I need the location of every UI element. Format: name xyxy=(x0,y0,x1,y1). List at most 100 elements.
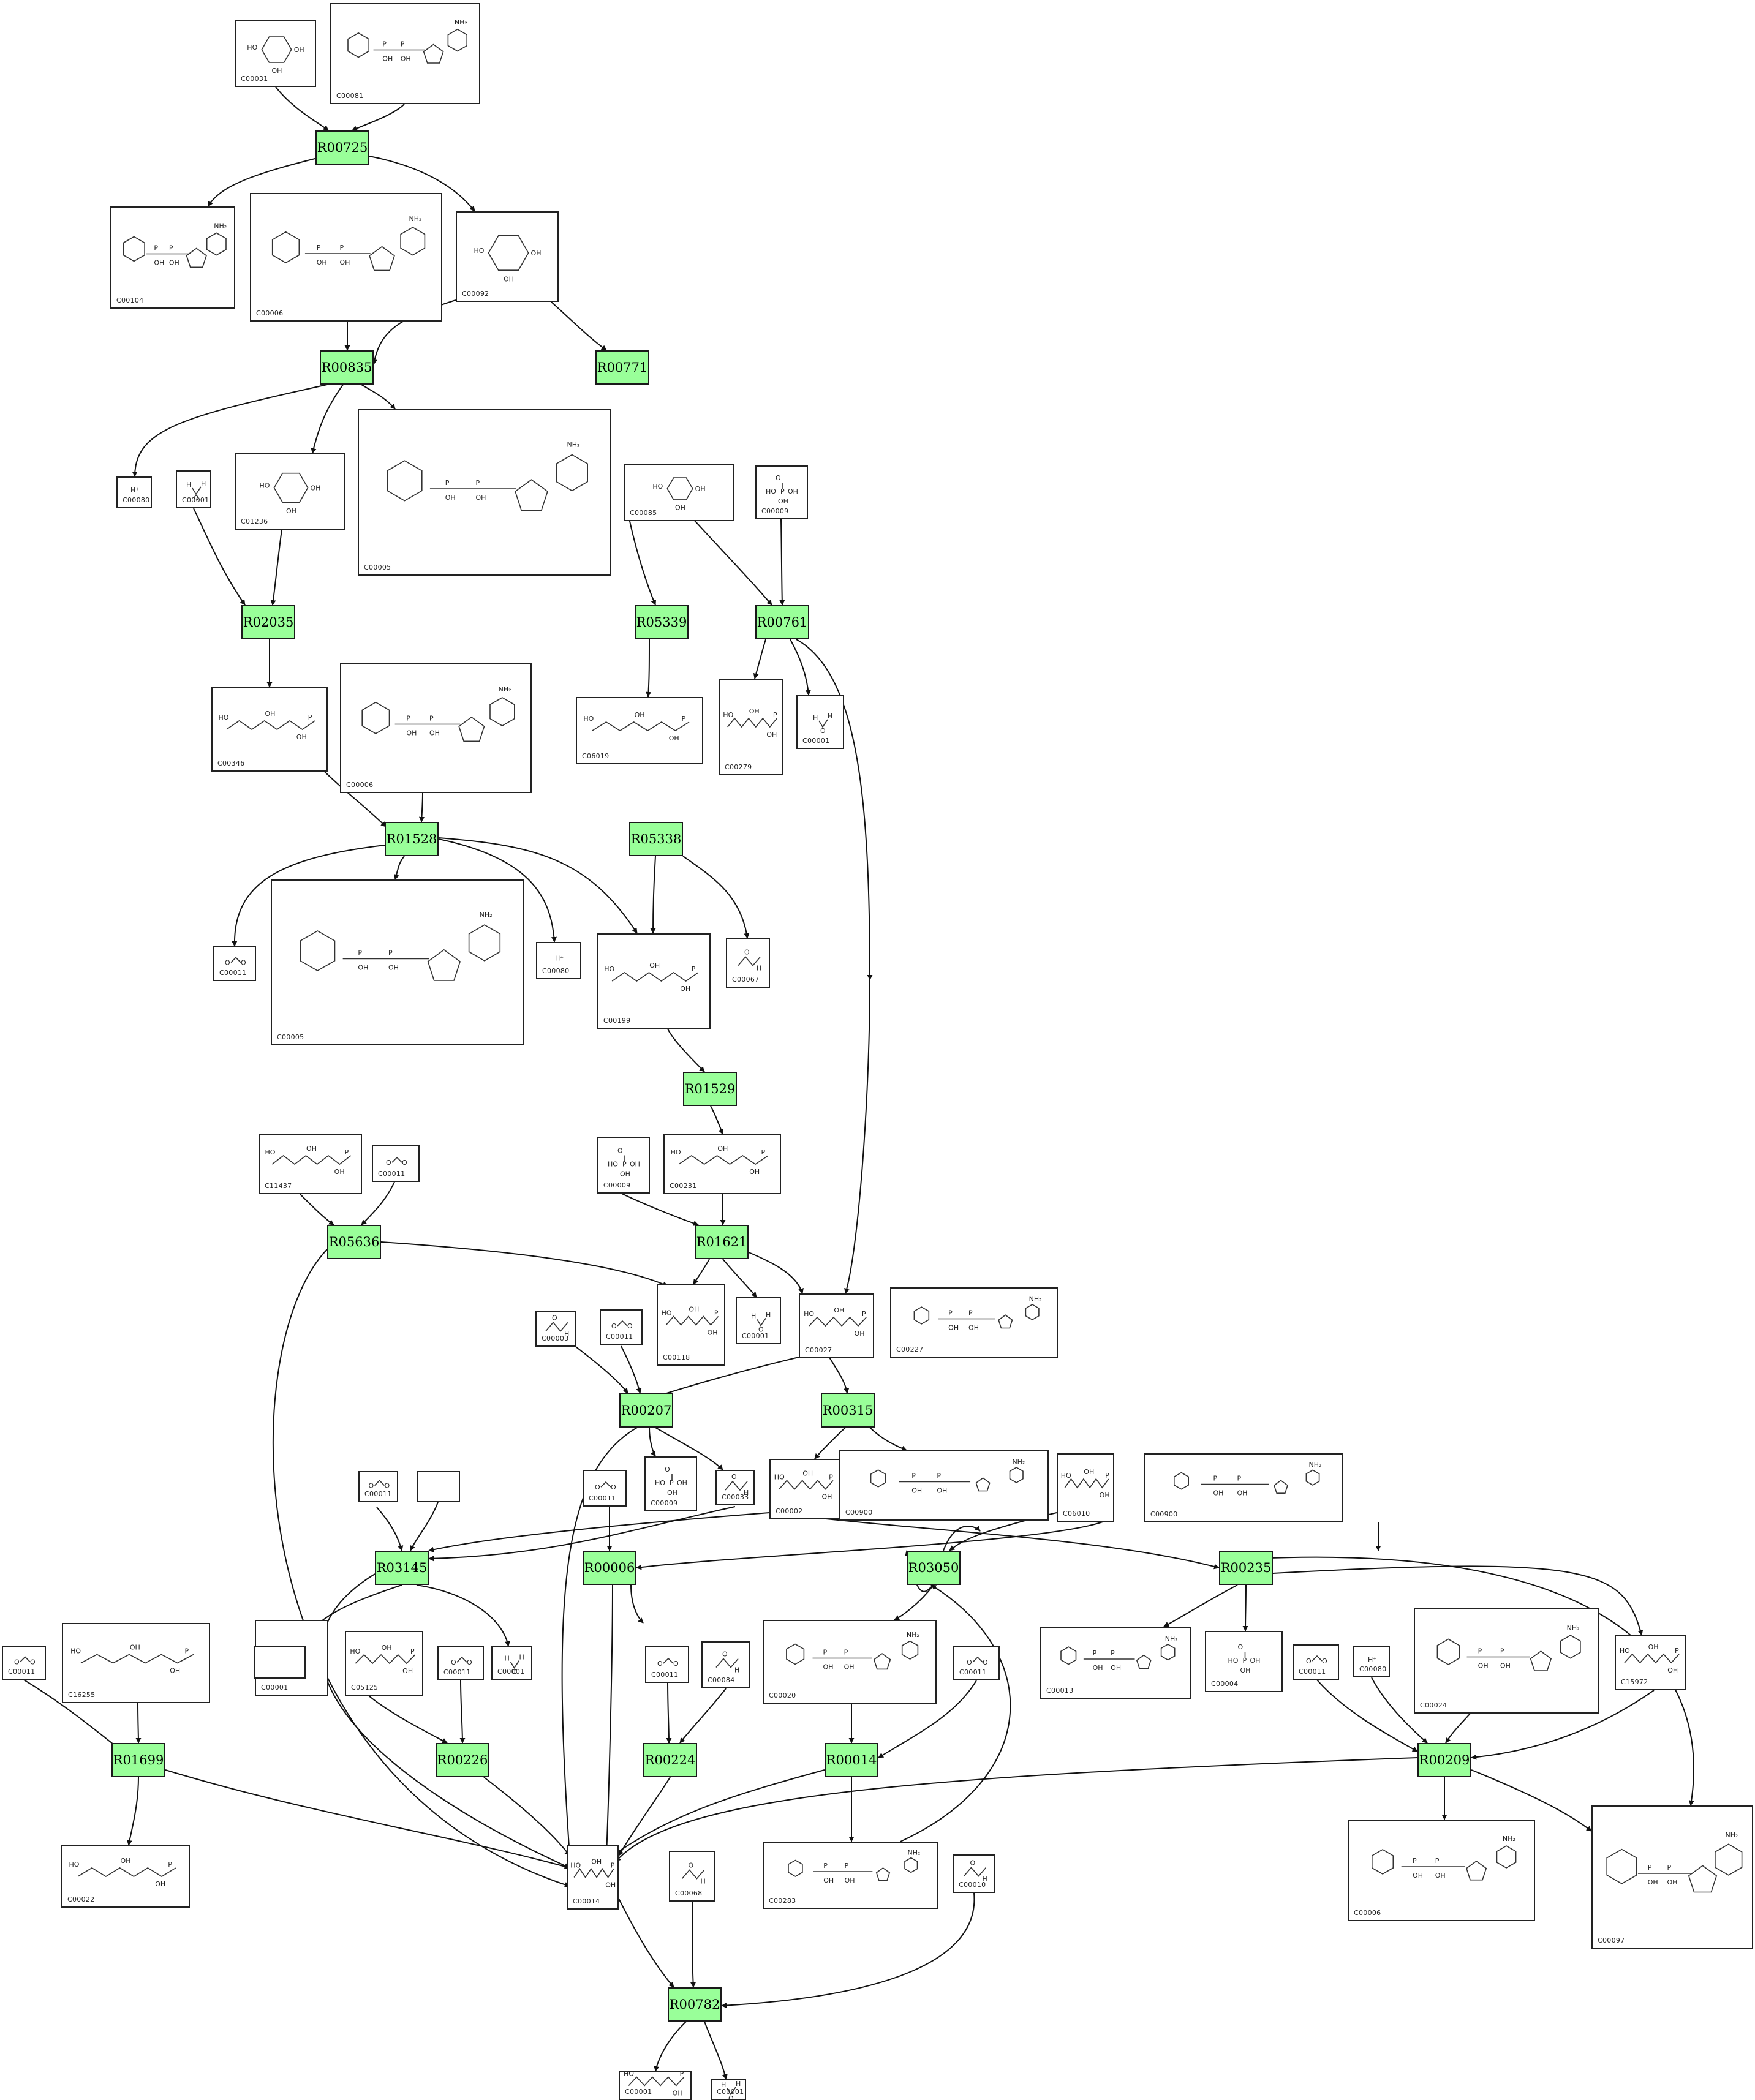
reaction-node[interactable]: R00207 xyxy=(619,1393,673,1428)
reaction-node[interactable]: R02035 xyxy=(241,605,295,639)
reaction-node[interactable]: R00235 xyxy=(1219,1551,1273,1585)
reaction-node[interactable]: R00771 xyxy=(595,350,649,385)
reaction-node[interactable]: R03050 xyxy=(907,1551,961,1585)
compound-id-label: C06010 xyxy=(1063,1510,1090,1518)
reaction-node[interactable]: R01621 xyxy=(695,1225,749,1259)
svg-text:HO: HO xyxy=(247,43,257,51)
reaction-label: R00224 xyxy=(644,1753,696,1767)
svg-text:OH: OH xyxy=(766,731,777,739)
reaction-node[interactable]: R00014 xyxy=(825,1743,878,1777)
compound-node[interactable]: H⁺C00080 xyxy=(1353,1646,1390,1677)
compound-id-label: C00011 xyxy=(378,1170,406,1178)
reaction-node[interactable]: R03145 xyxy=(375,1551,429,1585)
reaction-node[interactable]: R00761 xyxy=(755,605,809,639)
svg-text:OH: OH xyxy=(1435,1872,1446,1880)
reaction-node[interactable]: R00835 xyxy=(320,350,374,385)
compound-node[interactable] xyxy=(417,1471,460,1502)
svg-text:HO: HO xyxy=(1228,1657,1239,1665)
reaction-node[interactable]: R00224 xyxy=(643,1743,697,1777)
reaction-node[interactable]: R00226 xyxy=(436,1743,489,1777)
reaction-node[interactable]: R00209 xyxy=(1417,1743,1471,1777)
edge-81 xyxy=(878,1680,977,1758)
compound-node[interactable]: HOOHOHPC00001 xyxy=(619,2071,692,2100)
edge-8 xyxy=(311,384,344,454)
reaction-node[interactable]: R01699 xyxy=(111,1743,165,1777)
svg-text:OH: OH xyxy=(937,1487,947,1495)
reaction-node[interactable]: R01528 xyxy=(385,822,439,856)
compound-node[interactable]: H⁺C00080 xyxy=(116,476,152,508)
svg-text:P: P xyxy=(339,244,344,252)
compound-node[interactable] xyxy=(254,1646,306,1679)
reaction-node[interactable]: R00315 xyxy=(821,1393,875,1428)
reaction-node[interactable]: R05636 xyxy=(327,1225,381,1259)
reaction-node[interactable]: R00782 xyxy=(668,1987,722,2022)
reaction-node[interactable]: R05339 xyxy=(635,605,689,639)
reaction-node[interactable]: R00725 xyxy=(315,130,369,165)
reaction-node[interactable]: R05338 xyxy=(629,822,683,856)
compound-id-label: C00283 xyxy=(769,1897,796,1905)
compound-node[interactable]: H⁺C00080 xyxy=(536,942,581,979)
reaction-node[interactable]: R00006 xyxy=(583,1551,636,1585)
reaction-node[interactable]: R01529 xyxy=(683,1072,737,1106)
